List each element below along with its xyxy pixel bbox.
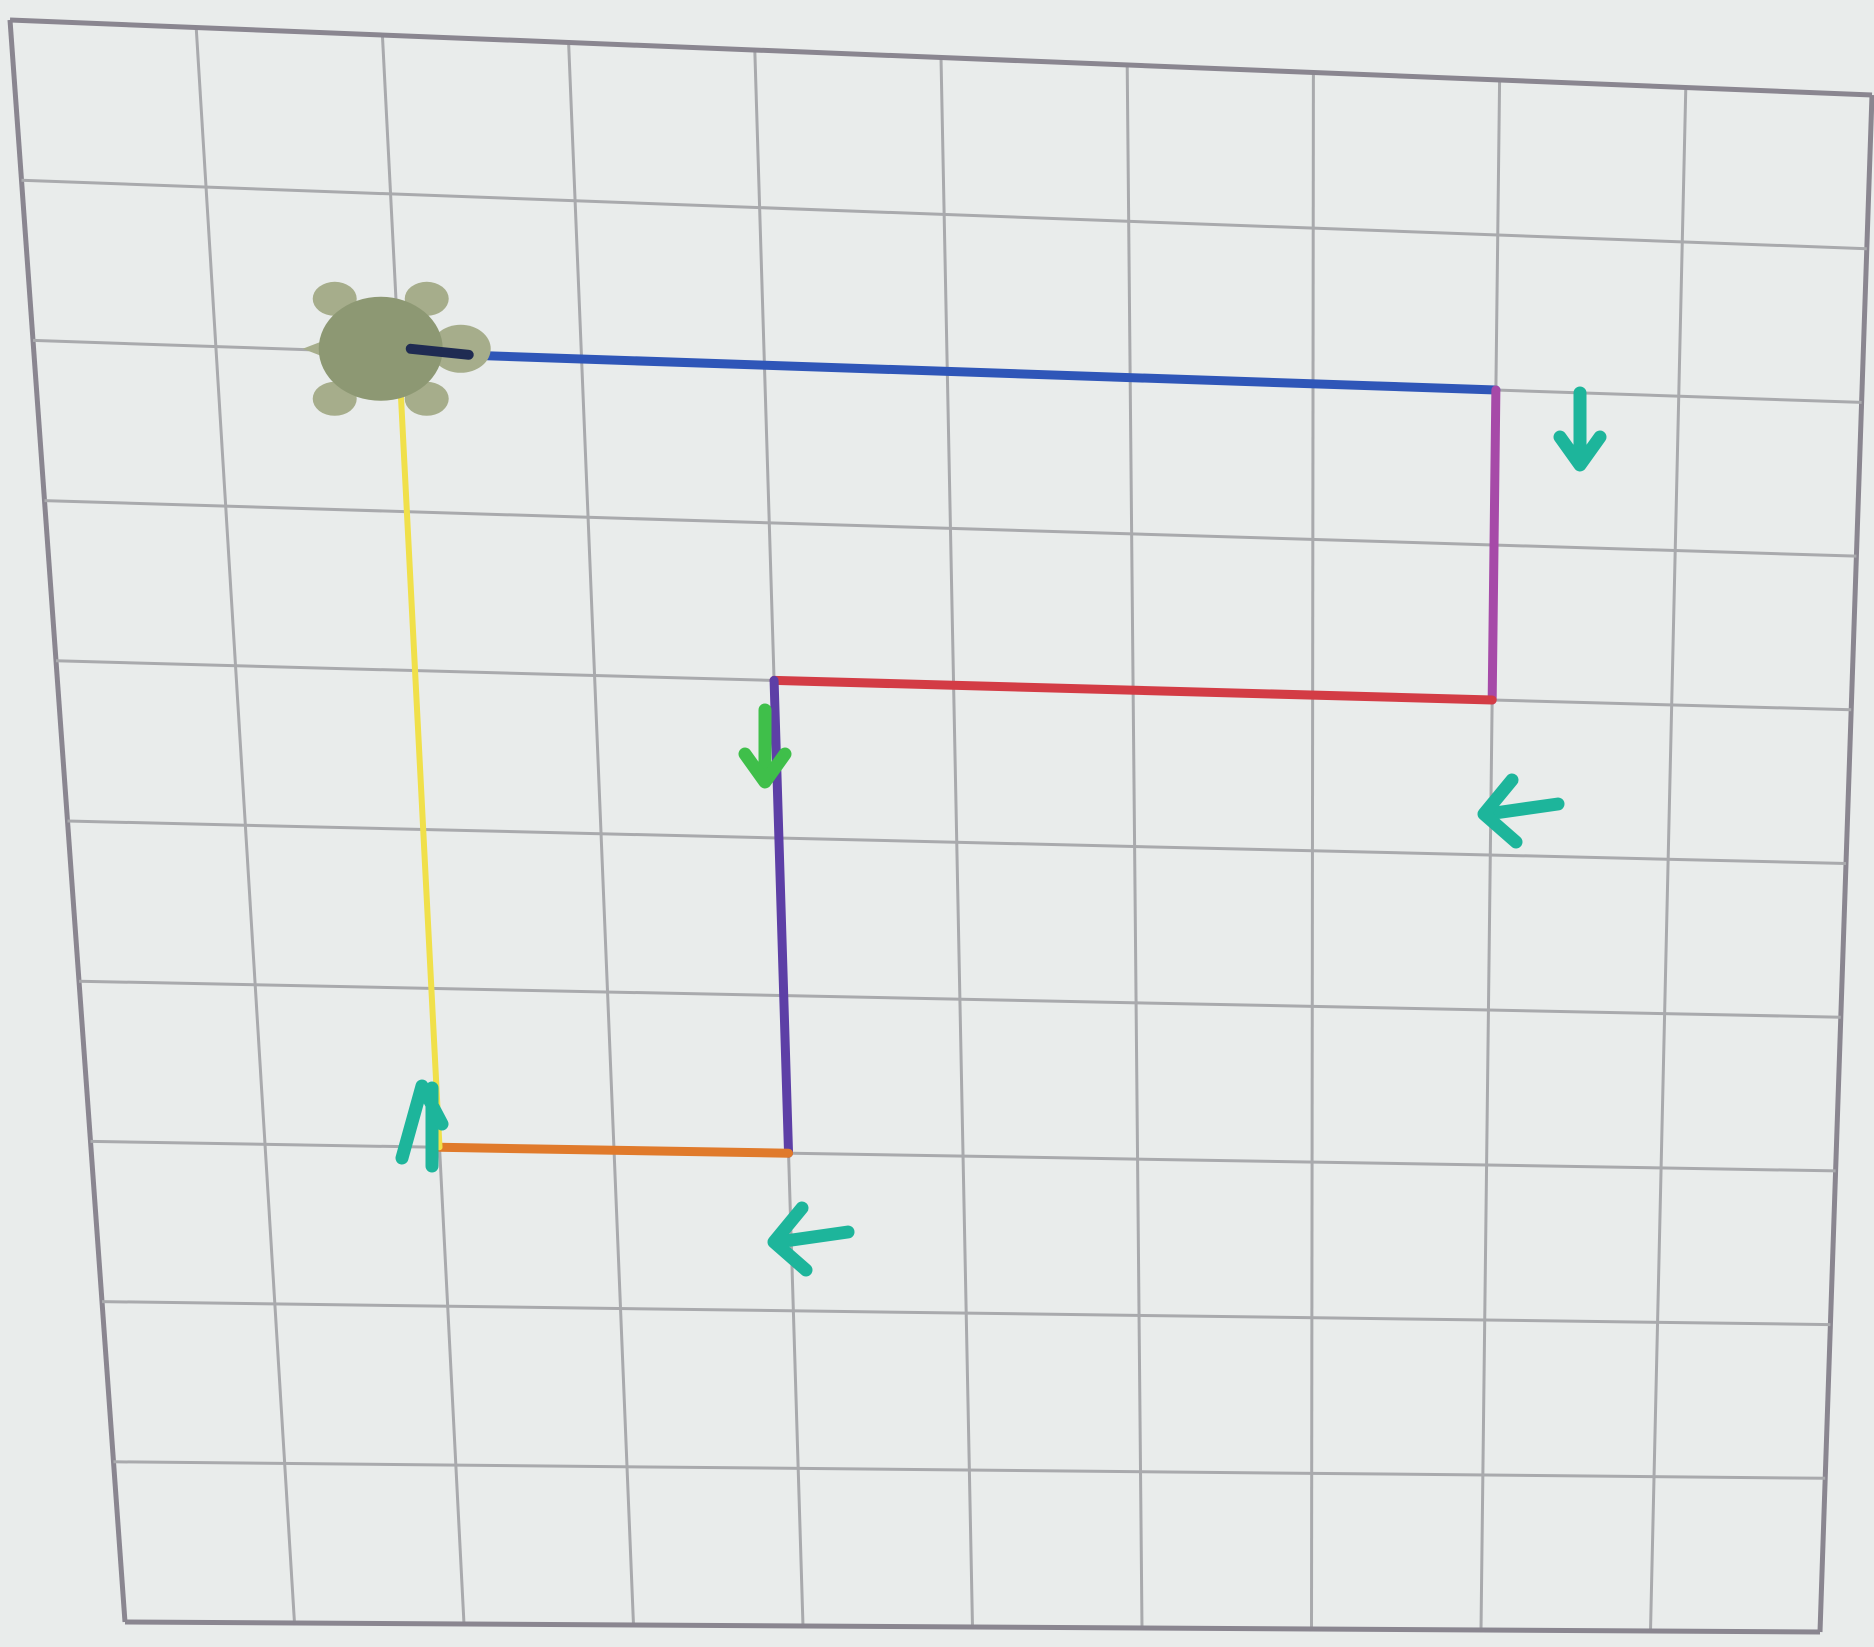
turn-arrow-left-bottom	[767, 1201, 855, 1277]
grid-row-line	[21, 178, 1867, 251]
turn-arrow-left-right	[1477, 773, 1565, 849]
turtle-head	[430, 324, 491, 373]
path-segment-3	[769, 675, 1497, 705]
path-layer	[394, 348, 1501, 1158]
turtle-shell	[318, 296, 443, 401]
turn-arrow-up-left	[395, 1079, 449, 1173]
grid-row-line	[101, 1300, 1831, 1327]
grid-row-line	[90, 1139, 1836, 1173]
turtle-icon	[302, 281, 491, 416]
grid-row-line	[113, 1460, 1826, 1480]
grid-border-line	[9, 17, 1873, 98]
turn-arrow-down-right	[1553, 386, 1607, 472]
arrow-layer	[395, 386, 1607, 1277]
grid-row-line	[78, 979, 1841, 1019]
path-segment-2	[1487, 385, 1501, 705]
grid-row-line	[44, 499, 1857, 558]
path-segment-6	[395, 349, 443, 1151]
path-segment-1	[394, 348, 1501, 395]
grid-row-line	[67, 819, 1847, 865]
path-segment-5	[435, 1142, 794, 1158]
turtle-pen-start	[405, 343, 474, 360]
turn-arrow-down-middle	[738, 703, 792, 789]
grid-border-line	[124, 1619, 1821, 1635]
